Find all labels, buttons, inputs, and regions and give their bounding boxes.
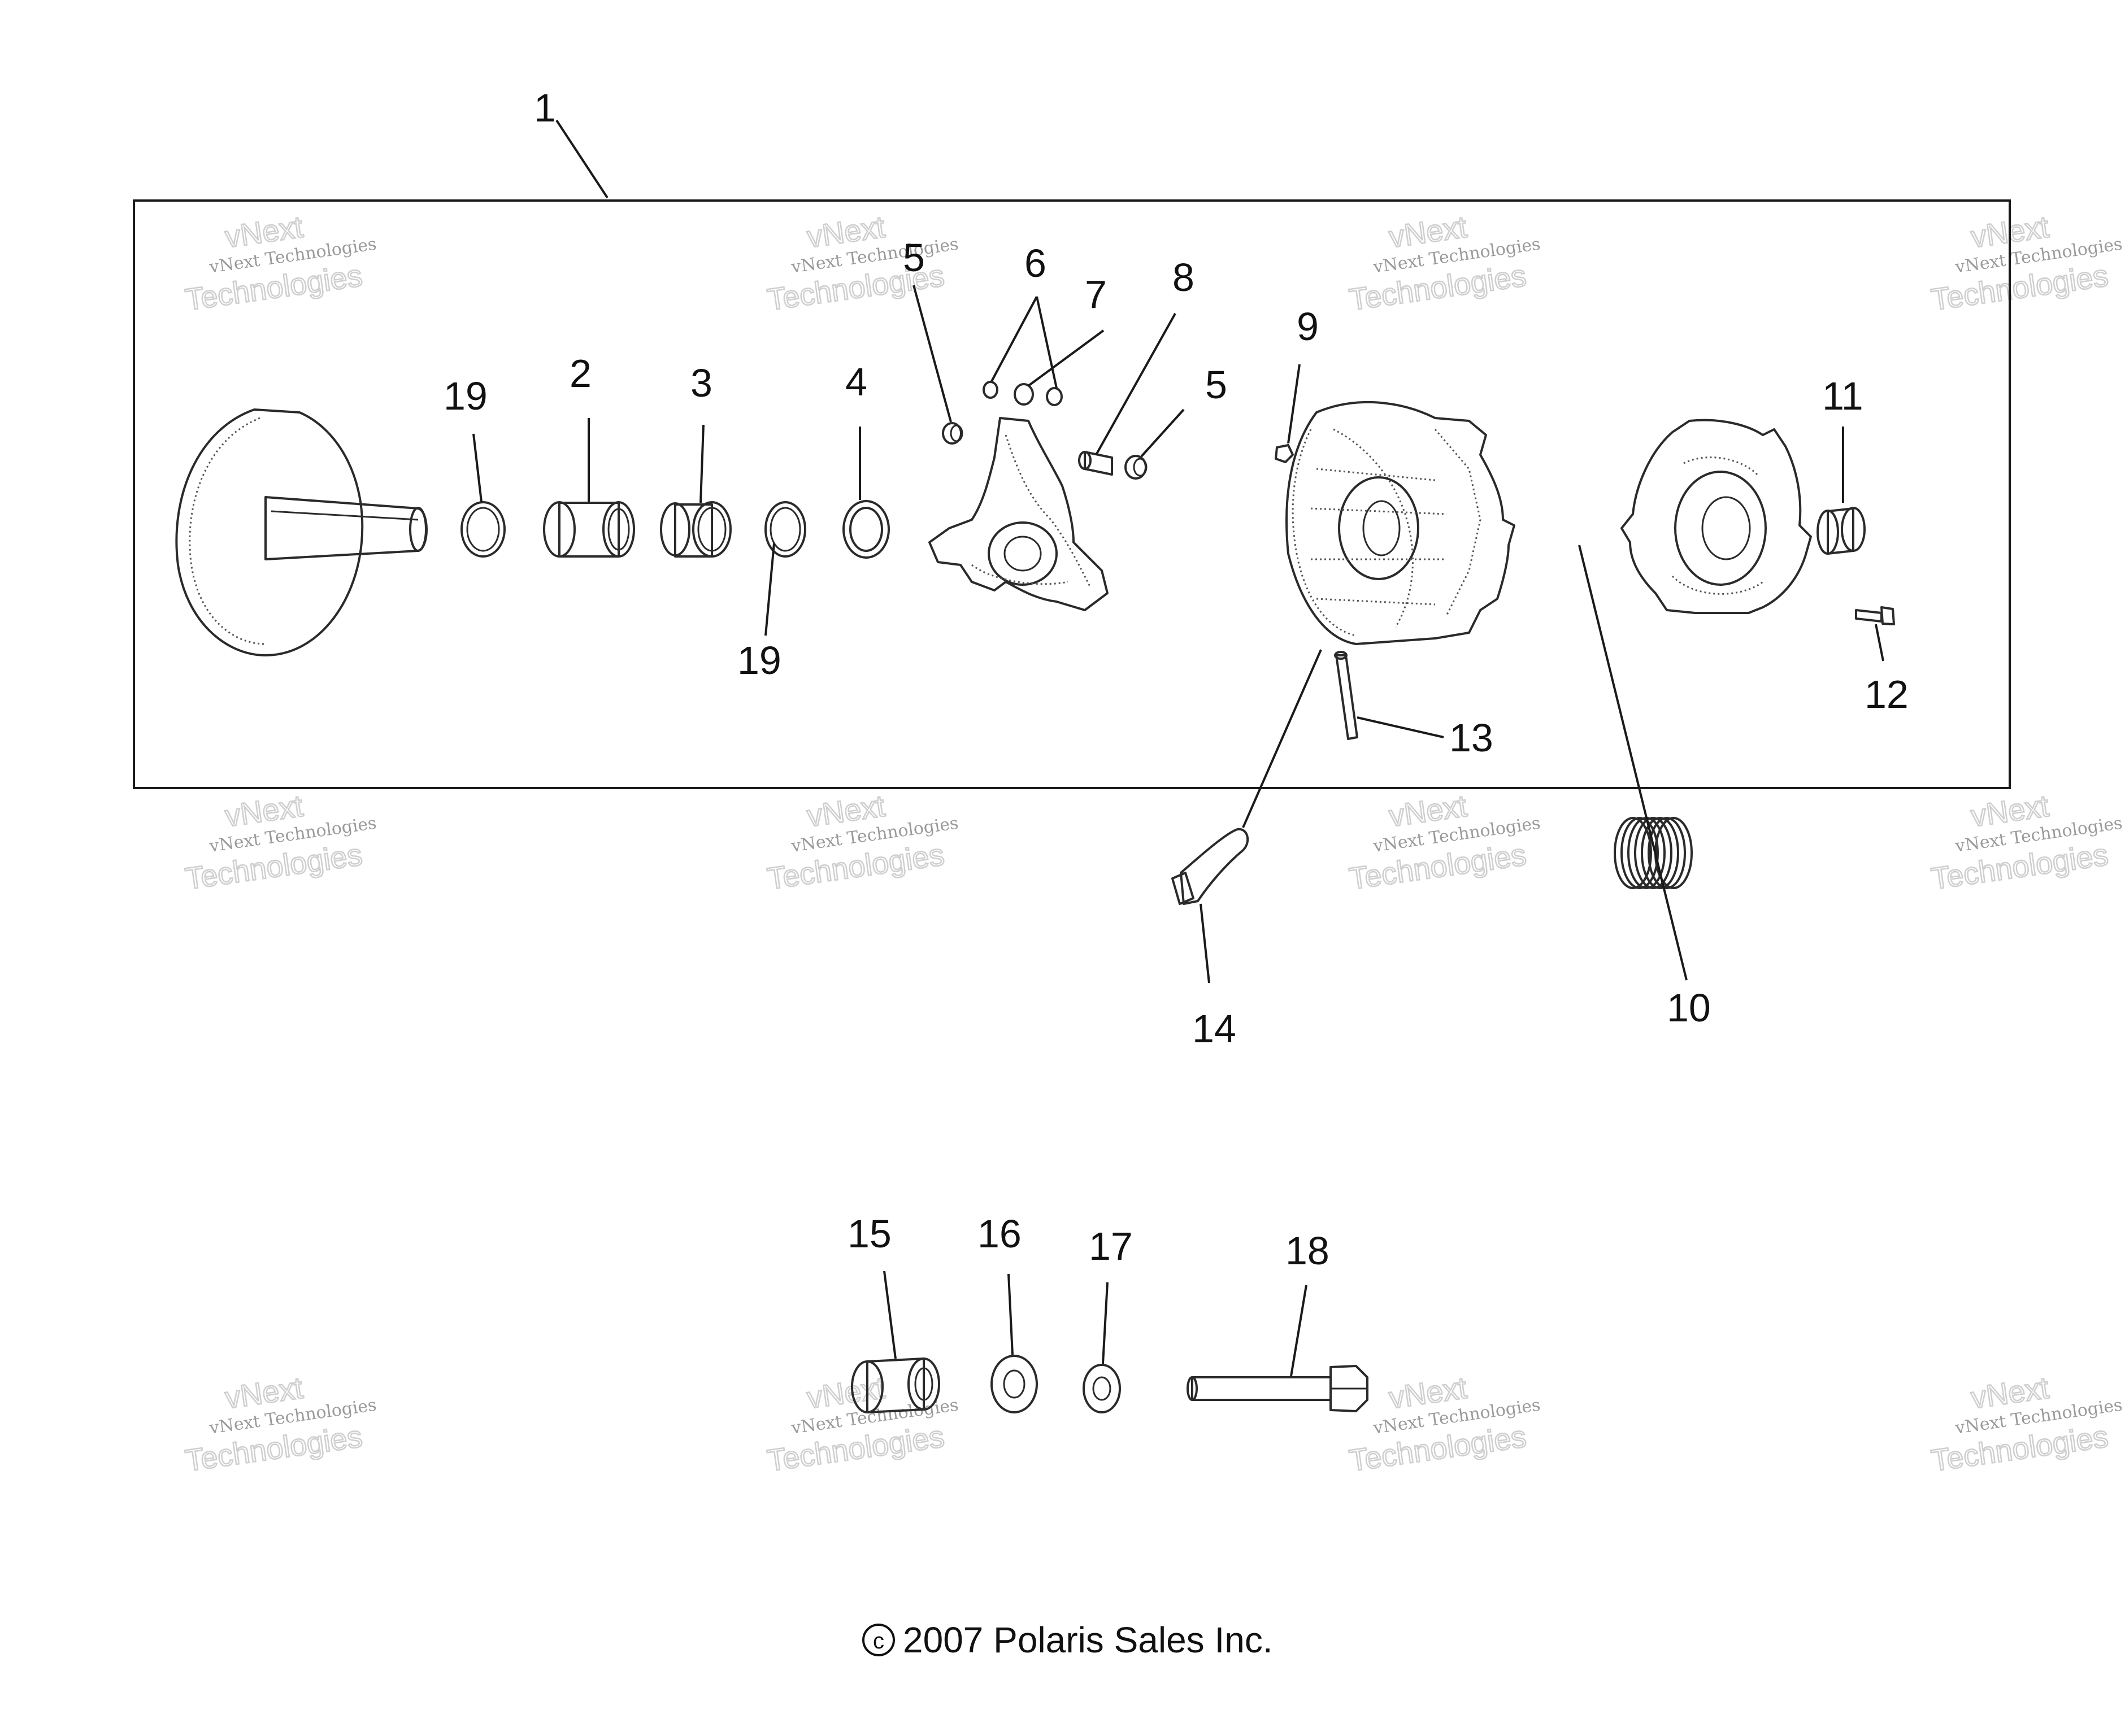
callout-5-left: 5 — [903, 236, 925, 280]
callout-1: 1 — [534, 86, 556, 130]
spring-coil — [1614, 817, 1652, 889]
callout-10: 10 — [1667, 986, 1711, 1030]
spring-coil — [1620, 817, 1659, 889]
callout-11: 11 — [1822, 374, 1863, 418]
callout-15: 15 — [848, 1212, 892, 1256]
callout-2: 2 — [570, 351, 592, 395]
moveable-sheave-shaft-part — [175, 408, 428, 656]
housing-part — [1285, 401, 1515, 645]
callout-labels: 1 2 3 4 5 6 7 8 5 9 10 11 12 13 14 15 16… — [444, 86, 1909, 1273]
cover-part — [1620, 419, 1812, 614]
bolt-18 — [1187, 1365, 1368, 1412]
callout-7: 7 — [1085, 272, 1107, 316]
spider-part — [928, 417, 1109, 611]
callout-4: 4 — [845, 360, 867, 404]
callout-18: 18 — [1285, 1229, 1329, 1273]
callout-16: 16 — [977, 1212, 1022, 1256]
washer-7 — [1014, 383, 1034, 406]
ring-19-right-inner — [770, 507, 801, 552]
washer-6-left — [983, 381, 998, 399]
cam-arm-14 — [1171, 828, 1249, 905]
callout-3: 3 — [690, 361, 712, 405]
leader-lines — [472, 119, 1884, 1377]
bushing-11 — [1817, 507, 1866, 555]
callout-17: 17 — [1089, 1224, 1133, 1268]
washer-17-hole — [1092, 1376, 1111, 1401]
callout-13: 13 — [1449, 716, 1493, 760]
callout-14: 14 — [1192, 1007, 1236, 1051]
pin-8 — [1078, 451, 1113, 476]
callout-19-right: 19 — [737, 638, 781, 682]
bushing-2 — [543, 501, 635, 558]
copyright-symbol-icon — [862, 1624, 895, 1656]
nut-9 — [1275, 444, 1294, 463]
callout-6: 6 — [1024, 241, 1046, 285]
ring-19-left — [460, 501, 506, 558]
assembly-box — [133, 199, 2011, 789]
callout-12: 12 — [1865, 672, 1909, 716]
screw-12 — [1855, 606, 1895, 625]
roller-5-left-face — [950, 424, 963, 442]
spring-coil — [1634, 817, 1672, 889]
callout-9: 9 — [1297, 304, 1319, 349]
spring-coil — [1648, 817, 1686, 889]
callout-19-left: 19 — [444, 374, 488, 418]
seal-4-inner — [849, 507, 883, 552]
spacer-15 — [851, 1358, 940, 1413]
spring-coil — [1641, 817, 1679, 889]
roller-5-left — [942, 422, 962, 445]
copyright-footer: c 2007 Polaris Sales Inc. — [862, 1620, 1273, 1660]
washer-6-right — [1046, 387, 1063, 406]
roller-5-right-face — [1133, 458, 1148, 477]
ring-19-left-inner — [466, 507, 500, 552]
seal-4 — [842, 500, 890, 559]
callout-5-right: 5 — [1205, 363, 1227, 407]
bushing-3 — [660, 501, 732, 558]
ring-19-right — [764, 501, 806, 558]
pin-13 — [1334, 651, 1358, 740]
washer-16-hole — [1003, 1369, 1025, 1399]
washer-16 — [990, 1355, 1038, 1413]
copyright-symbol-letter: c — [873, 1629, 884, 1654]
washer-17 — [1083, 1364, 1121, 1413]
callout-8: 8 — [1172, 255, 1194, 299]
spring-10 — [1614, 817, 1693, 889]
copyright-text: 2007 Polaris Sales Inc. — [903, 1620, 1273, 1660]
